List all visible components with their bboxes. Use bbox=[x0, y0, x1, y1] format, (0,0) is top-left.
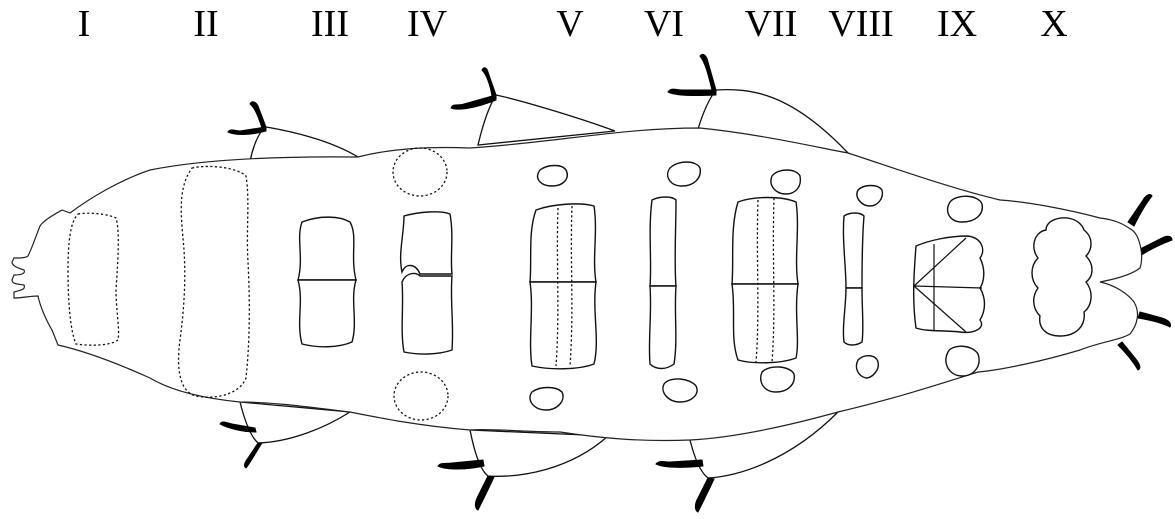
plate-9-seam-diag-a bbox=[913, 237, 967, 287]
plate-8-lower-spot bbox=[855, 355, 880, 379]
claw-lower-3b bbox=[655, 459, 704, 468]
leg-lower-1 bbox=[239, 401, 352, 444]
plate-9-lower-spot bbox=[945, 345, 980, 377]
dotted-plates bbox=[67, 147, 449, 421]
plate-7-line-a bbox=[755, 199, 759, 363]
leg-lower-3 bbox=[689, 410, 840, 479]
plate-9-seam-horizontal bbox=[913, 285, 983, 289]
claw-lower-2a bbox=[474, 475, 495, 511]
segment-label-2: II bbox=[193, 3, 219, 45]
claw-lower-1b bbox=[219, 421, 257, 433]
segment-label-10: X bbox=[1040, 3, 1068, 45]
segment-label-7: VII bbox=[744, 3, 798, 45]
claw-posterior-1 bbox=[1127, 194, 1153, 227]
claw-lower-3a bbox=[694, 477, 715, 513]
plate-8-upper-spot bbox=[856, 184, 884, 207]
plate-3-upper bbox=[297, 216, 357, 281]
claw-upper-1a bbox=[249, 101, 267, 129]
plate-10-rosette bbox=[1031, 217, 1093, 337]
claw-lower-1a bbox=[244, 442, 263, 469]
plate-5-line-b bbox=[569, 205, 573, 367]
claw-posterior-2 bbox=[1137, 235, 1173, 257]
plate-4-upper bbox=[399, 211, 453, 275]
plate-5-lower-spot bbox=[529, 386, 564, 411]
segment-label-9: IX bbox=[936, 3, 978, 45]
claw-upper-3a bbox=[699, 53, 717, 91]
plate-6-upper-spot bbox=[666, 161, 701, 187]
plate-9-outline bbox=[912, 235, 986, 334]
claw-upper-2b bbox=[450, 94, 497, 110]
plate-4-lower-circle bbox=[393, 371, 449, 421]
plate-5-lower bbox=[529, 281, 598, 370]
plate-8-upper bbox=[842, 212, 865, 289]
claw-posterior-3 bbox=[1137, 311, 1171, 328]
leg-lower-2 bbox=[469, 429, 610, 477]
segment-label-3: III bbox=[311, 3, 349, 45]
plate-3-lower bbox=[297, 279, 357, 348]
solid-plates bbox=[297, 161, 1093, 411]
plate-9-upper-spot bbox=[946, 195, 983, 223]
plate-1-dotted bbox=[67, 212, 120, 346]
plate-9-seam-diag-b bbox=[913, 285, 967, 333]
segment-label-8: VIII bbox=[828, 3, 894, 45]
plate-8-lower bbox=[842, 287, 864, 346]
claw-upper-3b bbox=[667, 88, 717, 97]
segment-label-1: I bbox=[77, 3, 91, 45]
plate-4-upper-circle bbox=[392, 147, 448, 197]
plate-7-upper bbox=[731, 196, 799, 285]
plate-5-upper bbox=[529, 203, 597, 283]
plate-7-lower-spot bbox=[760, 366, 795, 393]
leg-upper-1 bbox=[249, 126, 361, 163]
claw-lower-2b bbox=[437, 459, 485, 470]
claw-upper-1b bbox=[227, 126, 267, 135]
legs bbox=[219, 53, 1173, 513]
plate-7-lower bbox=[731, 283, 799, 364]
segment-label-4: IV bbox=[406, 3, 448, 45]
segment-label-5: V bbox=[556, 3, 584, 45]
plate-4-lower bbox=[401, 272, 454, 355]
plate-6-upper bbox=[649, 196, 677, 287]
plate-7-upper-spot bbox=[770, 169, 802, 195]
plate-5-upper-spot bbox=[536, 164, 568, 187]
plate-2-dotted bbox=[177, 165, 250, 398]
claw-posterior-4 bbox=[1117, 341, 1141, 371]
segment-label-6: VI bbox=[643, 3, 685, 45]
leg-upper-3 bbox=[697, 89, 850, 154]
plate-6-lower bbox=[648, 285, 677, 370]
plate-5-line-a bbox=[555, 207, 559, 367]
leg-upper-2 bbox=[477, 94, 616, 146]
claw-upper-2a bbox=[481, 67, 497, 97]
plate-6-lower-spot bbox=[662, 378, 698, 403]
